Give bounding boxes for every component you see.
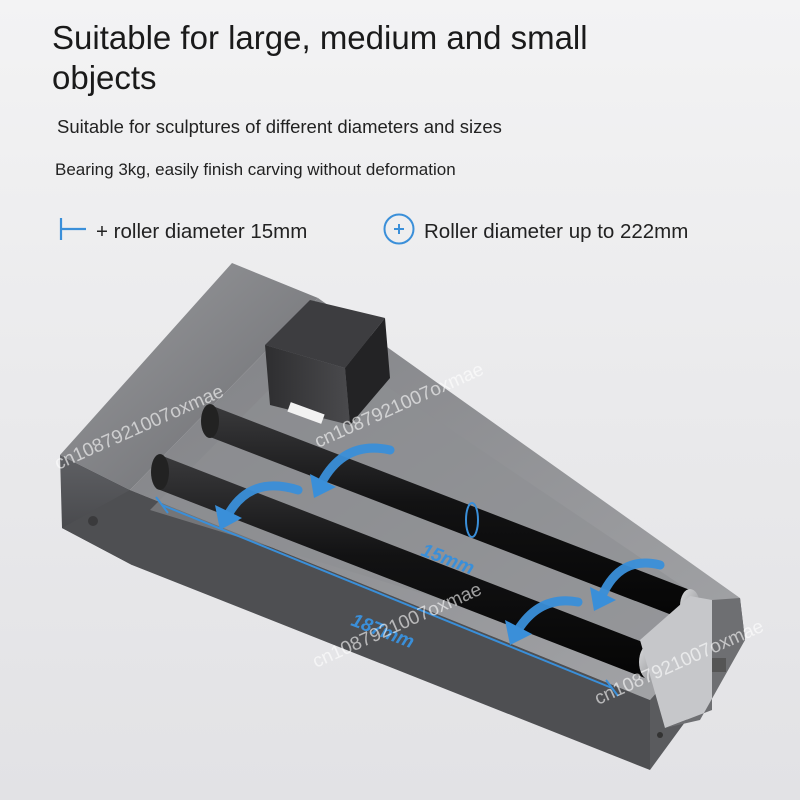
right-end-block	[640, 596, 712, 728]
motor-top	[265, 300, 385, 368]
right-end-side	[665, 598, 745, 728]
motor-label	[287, 402, 325, 424]
rotation-arrowheads	[215, 474, 616, 645]
length-dimension-line	[161, 504, 613, 689]
min-diameter-icon	[58, 214, 88, 250]
plus-circle-icon	[382, 212, 416, 252]
base-front	[62, 490, 650, 770]
feature-min-diameter: + roller diameter 15mm	[58, 214, 307, 250]
feature-min-diameter-label: + roller diameter 15mm	[96, 220, 308, 243]
subtitle-sculptures: Suitable for sculptures of different dia…	[57, 116, 502, 137]
screw-hole	[88, 516, 98, 526]
feature-max-diameter: Roller diameter up to 222mm	[382, 212, 689, 252]
rotation-arrows	[223, 443, 665, 635]
diameter-marker	[465, 502, 479, 538]
subtitle-bearing: Bearing 3kg, easily finish carving witho…	[55, 160, 456, 179]
left-wall-top	[60, 263, 318, 490]
adjust-knob	[712, 658, 726, 672]
motor-side	[345, 318, 390, 425]
page-title: Suitable for large, medium and small obj…	[52, 19, 588, 96]
feature-max-diameter-label: Roller diameter up to 222mm	[424, 220, 689, 243]
motor-front	[265, 345, 350, 425]
rotary-roller-photo: 15mm 187mm cn1087921007oxmae cn108792100…	[51, 263, 767, 770]
